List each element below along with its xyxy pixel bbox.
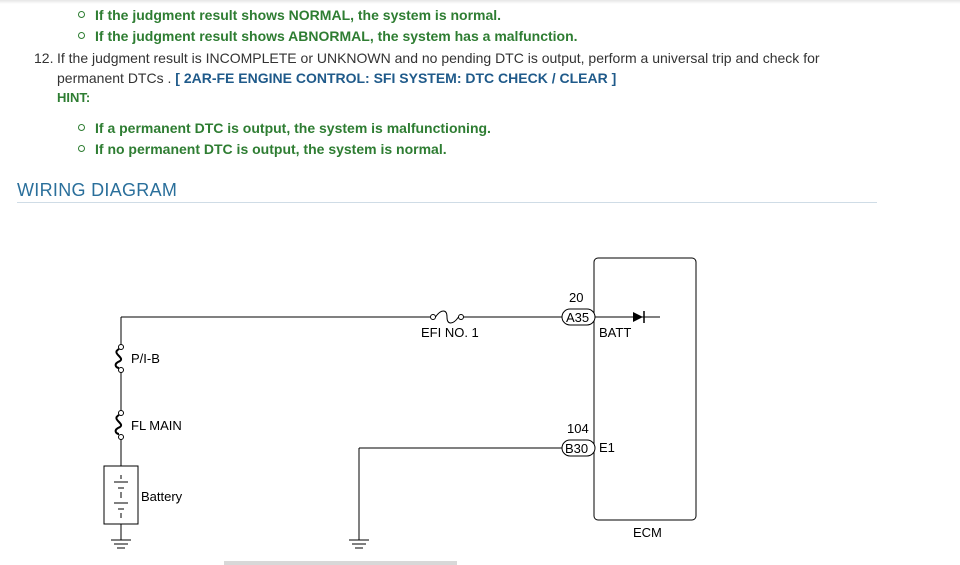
- flmain-label: FL MAIN: [131, 418, 182, 433]
- bullet-circle-icon: [78, 145, 85, 152]
- bullet-circle-icon: [78, 124, 85, 131]
- efi-fuse-label: EFI NO. 1: [421, 325, 479, 340]
- connector1-pin: 20: [569, 290, 583, 305]
- list-item: If the judgment result shows NORMAL, the…: [78, 6, 501, 24]
- hint-label: HINT:: [57, 90, 91, 105]
- battery-icon: [103, 465, 139, 525]
- section-title: WIRING DIAGRAM: [17, 180, 178, 200]
- bullet-circle-icon: [78, 32, 85, 39]
- list-item: If no permanent DTC is output, the syste…: [78, 140, 447, 158]
- batt-signal-label: BATT: [599, 325, 631, 340]
- connector2-pin: 104: [567, 421, 589, 436]
- ground-icon: [111, 539, 131, 549]
- list-item: If a permanent DTC is output, the system…: [78, 119, 491, 137]
- diode-icon: [633, 311, 645, 323]
- procedure-step: 12.If the judgment result is INCOMPLETE …: [34, 48, 914, 88]
- top-shadow: [0, 0, 960, 4]
- connector-a35: [561, 308, 596, 326]
- connector-b30: [561, 439, 596, 457]
- pib-fusible-link-icon: [114, 344, 124, 373]
- list-item: If the judgment result shows ABNORMAL, t…: [78, 27, 578, 45]
- connector2-id: B30: [565, 441, 588, 456]
- ecm-label: ECM: [633, 525, 662, 540]
- bullet-circle-icon: [78, 11, 85, 18]
- battery-label: Battery: [141, 489, 183, 504]
- dtc-check-link[interactable]: [ 2AR-FE ENGINE CONTROL: SFI SYSTEM: DTC…: [175, 70, 617, 86]
- flmain-fusible-link-icon: [114, 410, 124, 440]
- step-number: 12.: [34, 50, 54, 66]
- efi-fuse-icon: [430, 310, 464, 324]
- ground-icon: [349, 539, 369, 549]
- connector1-id: A35: [566, 310, 589, 325]
- section-divider: [17, 202, 877, 203]
- pib-label: P/I-B: [131, 351, 160, 366]
- step-text: If the judgment result is INCOMPLETE or …: [57, 50, 820, 66]
- ecm-box: [593, 257, 697, 521]
- step-text-continued: permanent DTCs .: [57, 70, 172, 86]
- horizontal-scrollbar[interactable]: [224, 561, 457, 565]
- e1-signal-label: E1: [599, 440, 615, 455]
